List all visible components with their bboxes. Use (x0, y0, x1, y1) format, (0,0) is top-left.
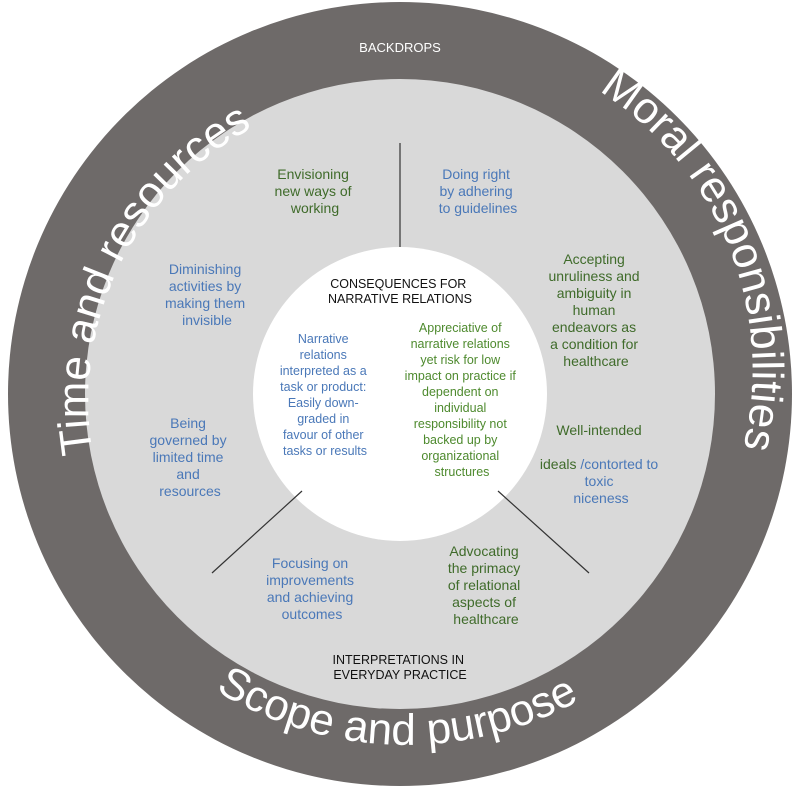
well-intended-text: Well-intended ideals /contorted to toxic… (540, 422, 662, 506)
divider-line-bottom-right (497, 490, 590, 574)
center-left-text: Narrative relations interpreted as a tas… (280, 332, 370, 458)
center-right-text: Appreciative of narrative relations yet … (405, 321, 520, 479)
divider-line-bottom-left (211, 490, 303, 574)
accepting-text: Accepting unruliness and ambiguity in hu… (549, 251, 644, 369)
backdrops-label: BACKDROPS (359, 40, 441, 55)
governed-text: Being governed by limited time and resou… (150, 415, 231, 499)
diminishing-text: Diminishing activities by making them in… (165, 261, 249, 328)
consequences-title: CONSEQUENCES FOR NARRATIVE RELATIONS (328, 277, 472, 306)
doing-right-text: Doing right by adhering to guidelines (439, 166, 518, 216)
interpretations-label: INTERPRETATIONS IN EVERYDAY PRACTICE (333, 653, 468, 682)
center-circle (253, 247, 547, 541)
focusing-text: Focusing on improvements and achieving o… (266, 555, 358, 622)
envisioning-text: Envisioning new ways of working (275, 166, 356, 216)
advocating-text: Advocating the primacy of relational asp… (448, 543, 524, 627)
